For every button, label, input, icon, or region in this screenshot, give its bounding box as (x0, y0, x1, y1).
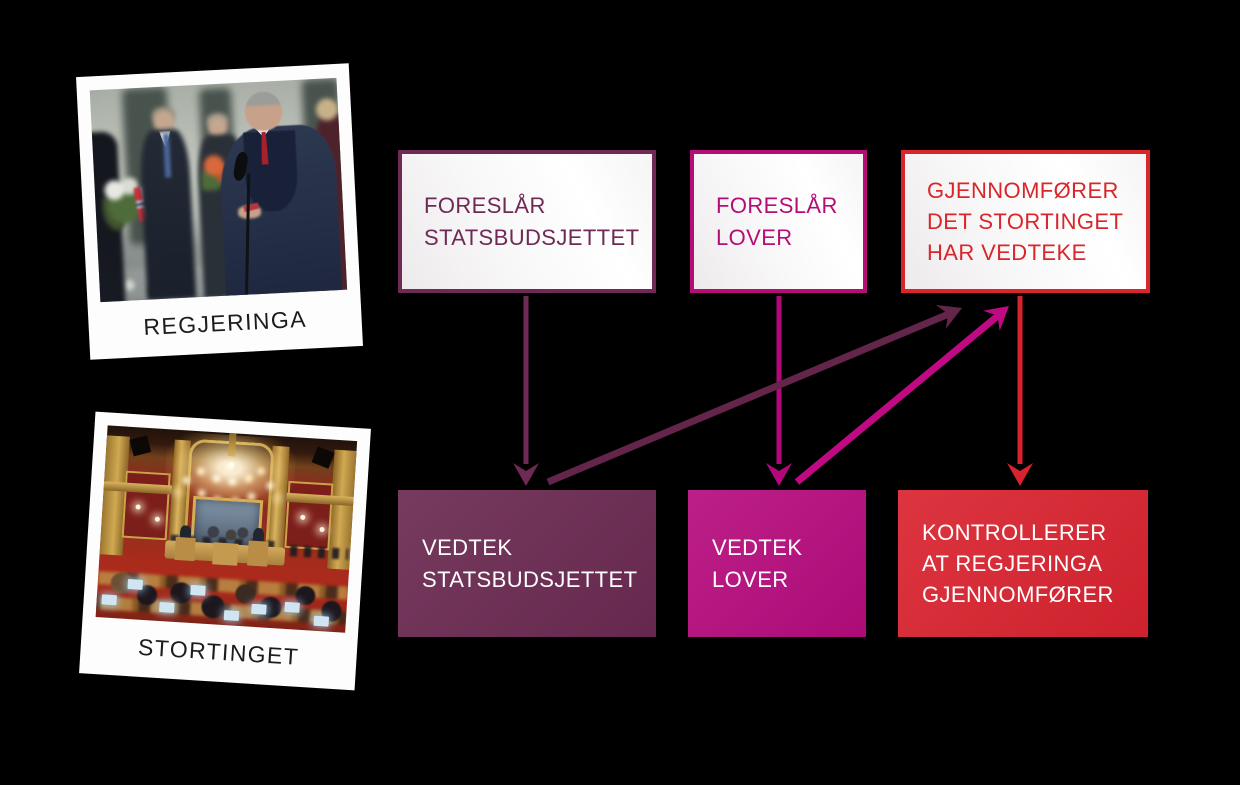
box-label: GJENNOMFØRER DET STORTINGET HAR VEDTEKE (927, 177, 1124, 266)
podium (174, 536, 196, 561)
box-gjennomforer-det-stortinget-har-vedteke: GJENNOMFØRER DET STORTINGET HAR VEDTEKE (901, 150, 1150, 293)
podium (246, 540, 269, 567)
box-label: VEDTEK LOVER (712, 535, 803, 592)
box-vedtek-statsbudsjettet: VEDTEK STATSBUDSJETTET (398, 490, 656, 637)
stortinget-photo-image (95, 425, 358, 633)
laptop-screen (313, 615, 329, 627)
chandelier-stem (227, 433, 236, 457)
loudspeaker (129, 435, 151, 457)
arrow-foreslar-lover-down (766, 296, 792, 486)
box-kontrollerer-at-regjeringa-gjennomforer: KONTROLLERER AT REGJERINGA GJENNOMFØRER (898, 490, 1148, 637)
laptop-screen (158, 601, 175, 613)
box-foreslar-statsbudsjettet: FORESLÅR STATSBUDSJETTET (398, 150, 656, 293)
podium (211, 542, 238, 566)
loudspeaker (311, 445, 334, 469)
laptop-screen (283, 601, 300, 613)
box-label: FORESLÅR STATSBUDSJETTET (424, 193, 640, 250)
laptop-screen (101, 594, 118, 606)
regjeringa-photo: REGJERINGA (76, 63, 363, 360)
photo-vignette (89, 77, 348, 303)
mp-head (234, 583, 256, 604)
stortinget-photo: STORTINGET (79, 411, 371, 691)
wall-lamp (134, 504, 141, 510)
wall-lamp (154, 516, 160, 523)
laptop-screen (189, 584, 206, 596)
chandelier (227, 461, 235, 469)
box-label: FORESLÅR LOVER (716, 193, 838, 250)
laptop-screen (223, 609, 239, 621)
side-gallery-people (289, 544, 348, 560)
arrow-gjennomforer-down (1007, 296, 1033, 486)
box-label: VEDTEK STATSBUDSJETTET (422, 535, 638, 592)
arrow-vedtek-lover-to-gjennomforer (794, 306, 1009, 485)
wall-lamp (299, 514, 305, 520)
regjeringa-photo-image (89, 77, 348, 303)
box-foreslar-lover: FORESLÅR LOVER (690, 150, 867, 293)
laptop-screen (251, 603, 267, 615)
arrow-foreslar-statsbudsjettet-down (513, 296, 539, 486)
laptop-screen (127, 578, 144, 590)
box-label: KONTROLLERER AT REGJERINGA GJENNOMFØRER (922, 519, 1114, 608)
arrow-vedtek-statsbudsjettet-to-gjennomforer (546, 304, 962, 486)
box-vedtek-lover: VEDTEK LOVER (688, 490, 866, 637)
